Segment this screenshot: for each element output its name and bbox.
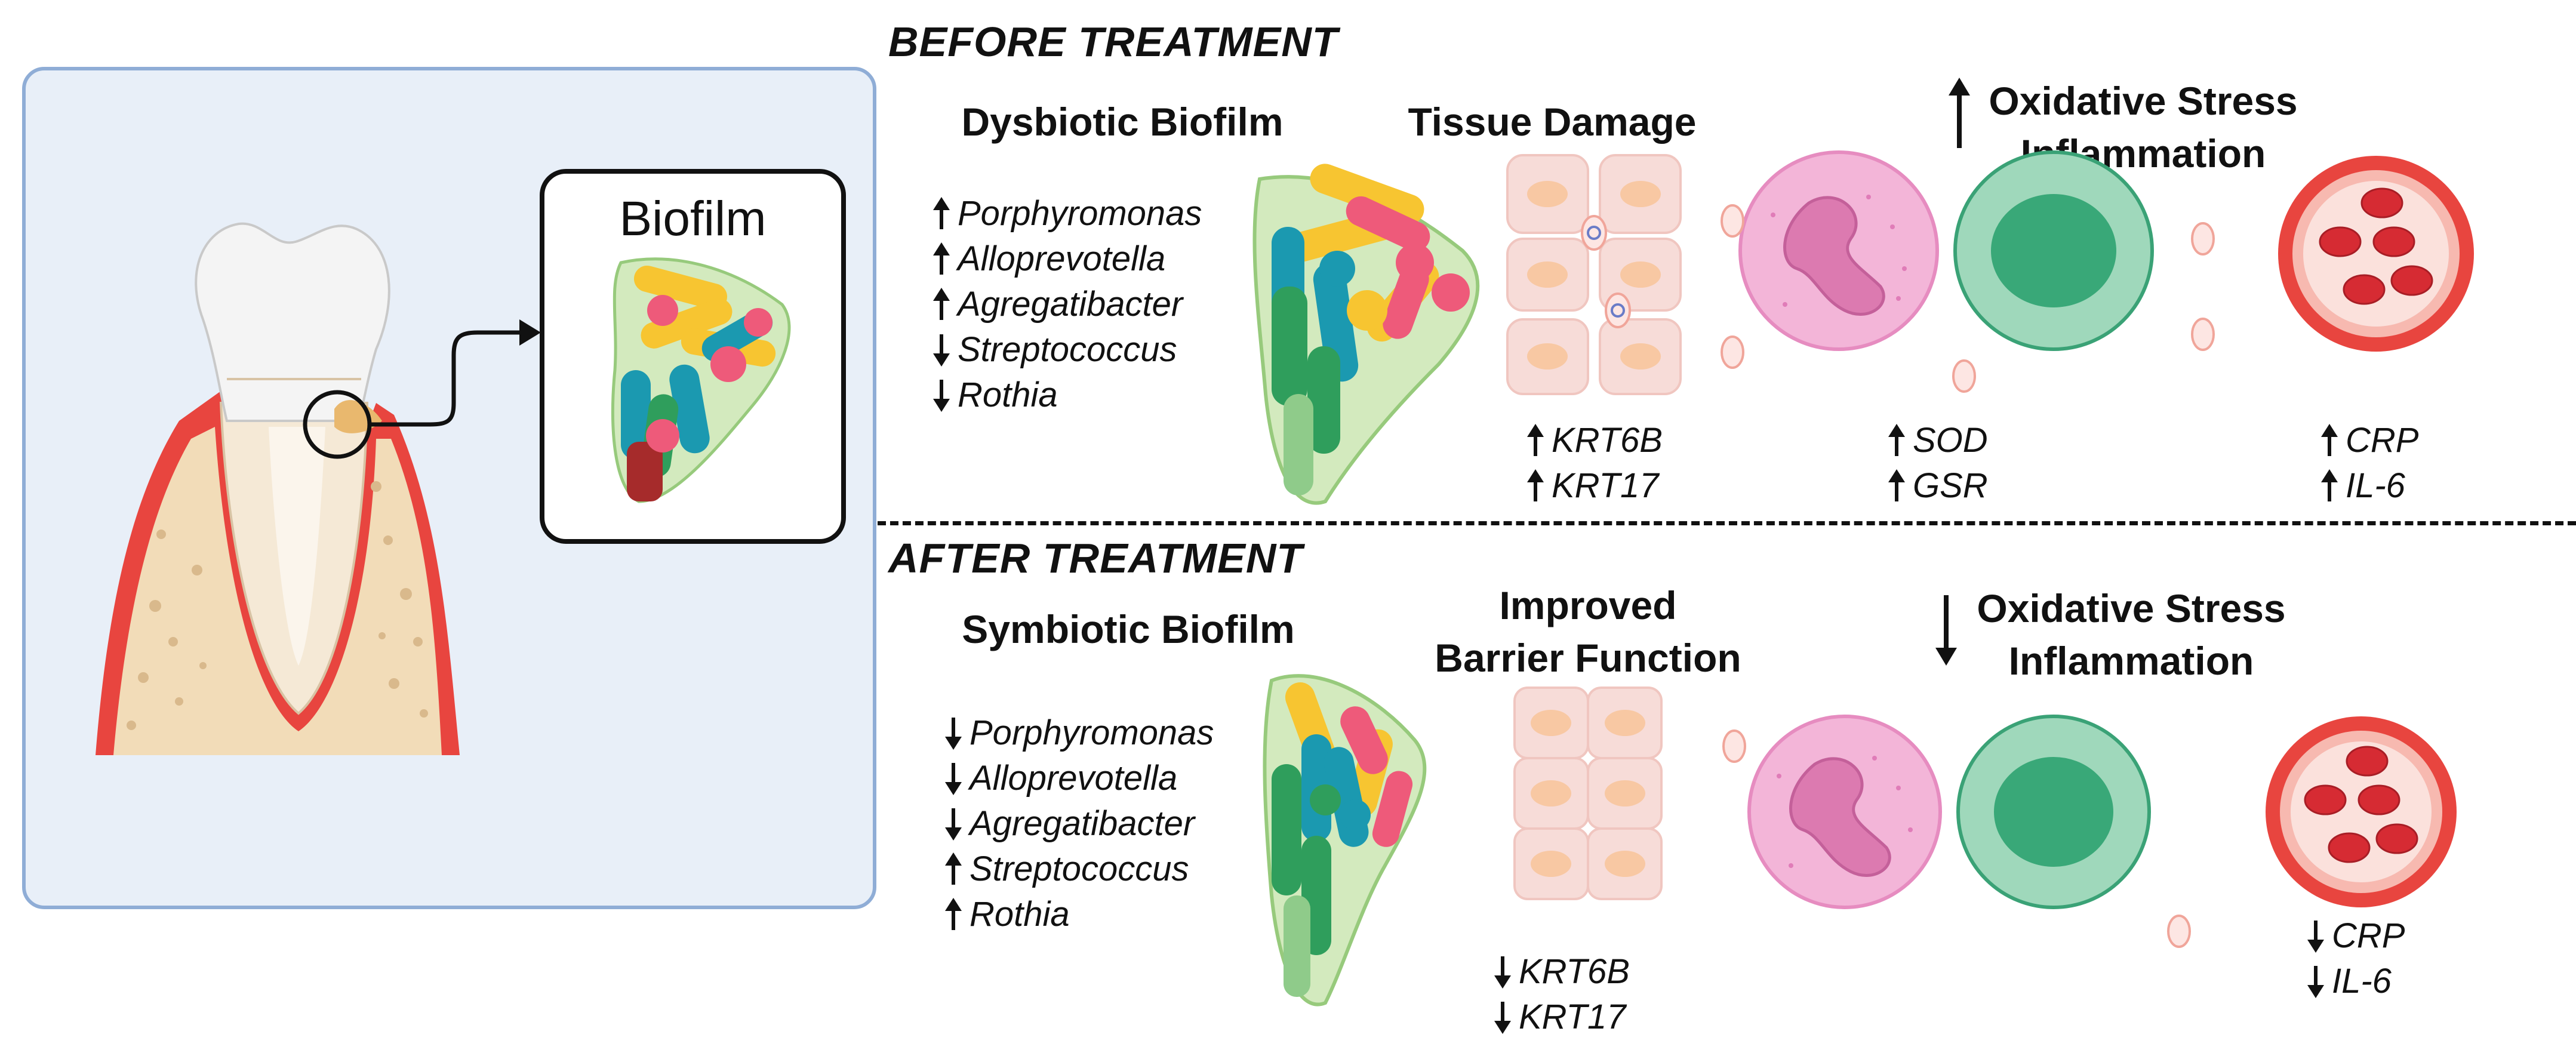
inflammation-marker: CRP	[2319, 418, 2418, 463]
before-antioxidant-list: SOD GSR	[1886, 418, 1988, 509]
before-oxidative-arrow	[1947, 78, 1971, 149]
keratin-marker: KRT17	[1525, 463, 1663, 509]
inflammation-marker: CRP	[2306, 913, 2405, 959]
macrophage-cell	[1953, 150, 2154, 351]
after-bacteria-list: Porphyromonas Alloprevotella Agregatibac…	[943, 710, 1214, 937]
biofilm-inset-title: Biofilm	[619, 192, 767, 246]
bacteria-marker: Alloprevotella	[931, 236, 1202, 282]
section-divider	[878, 521, 2576, 525]
up-arrow-icon	[1525, 424, 1546, 457]
bacteria-particles	[1722, 729, 2191, 948]
bacteria-marker: Rothia	[943, 892, 1214, 937]
bacteria-marker: Porphyromonas	[931, 191, 1202, 236]
keratin-marker: KRT6B	[1492, 949, 1630, 995]
up-arrow-icon	[1525, 469, 1546, 503]
bacteria-marker: Agregatibacter	[931, 282, 1202, 327]
up-arrow-icon	[1886, 424, 1907, 457]
bacteria-particles	[1721, 204, 2215, 393]
before-immune-cells	[1721, 150, 2215, 393]
bacteria-marker: Streptococcus	[931, 327, 1202, 373]
bacteria-marker: Streptococcus	[943, 846, 1214, 892]
down-arrow-icon	[1492, 1001, 1513, 1034]
tooth	[195, 222, 390, 715]
keratin-marker: KRT17	[1492, 995, 1630, 1040]
after-oxidative-arrow	[1934, 594, 1958, 666]
after-blood-vessel	[2266, 716, 2457, 907]
damaged-epithelium	[1506, 154, 1682, 395]
down-arrow-icon	[943, 807, 964, 841]
keratin-marker: KRT6B	[1525, 418, 1663, 463]
barrier-function-heading: Improved Barrier Function	[1435, 583, 1741, 680]
down-arrow-icon	[943, 762, 964, 795]
down-arrow-icon	[1935, 595, 1957, 666]
before-bacteria-list: Porphyromonas Alloprevotella Agregatibac…	[931, 191, 1202, 418]
dysbiotic-biofilm-heading: Dysbiotic Biofilm	[961, 100, 1284, 144]
inflammation-marker: IL-6	[2306, 959, 2405, 1004]
connector-arrowhead	[519, 319, 541, 346]
neutrophil-cell	[1738, 150, 1939, 351]
before-keratin-list: KRT6B KRT17	[1525, 418, 1663, 509]
inflammation-marker: IL-6	[2319, 463, 2418, 509]
up-arrow-icon	[2319, 469, 2340, 503]
tissue-damage-heading: Tissue Damage	[1408, 100, 1697, 144]
dysbiotic-biofilm-illustration	[1252, 164, 1480, 505]
after-immune-cells	[1722, 715, 2191, 948]
down-arrow-icon	[931, 333, 952, 367]
up-arrow-icon	[943, 852, 964, 886]
down-arrow-icon	[1492, 955, 1513, 989]
before-section-title: BEFORE TREATMENT	[888, 19, 1338, 65]
up-arrow-icon	[1886, 469, 1907, 503]
bacteria-marker: Agregatibacter	[943, 801, 1214, 846]
up-arrow-icon	[931, 242, 952, 276]
down-arrow-icon	[2306, 965, 2326, 998]
inset-biofilm-cluster	[611, 257, 791, 503]
macrophage-cell	[1956, 715, 2151, 909]
bacteria-marker: Porphyromonas	[943, 710, 1214, 756]
up-arrow-icon	[931, 197, 952, 230]
down-arrow-icon	[943, 716, 964, 750]
zoom-connector	[370, 330, 519, 427]
after-oxidative-heading: Oxidative Stress Inflammation	[1977, 586, 2286, 683]
after-inflammation-list: CRP IL-6	[2306, 913, 2405, 1004]
down-arrow-icon	[2306, 919, 2326, 953]
symbiotic-biofilm-heading: Symbiotic Biofilm	[962, 607, 1295, 651]
bacteria-marker: Rothia	[931, 373, 1202, 418]
after-keratin-list: KRT6B KRT17	[1492, 949, 1630, 1040]
antioxidant-marker: GSR	[1886, 463, 1988, 509]
up-arrow-icon	[943, 898, 964, 931]
symbiotic-biofilm-illustration	[1263, 674, 1427, 1006]
intact-epithelium	[1513, 687, 1663, 900]
up-arrow-icon	[931, 288, 952, 321]
bacteria-marker: Alloprevotella	[943, 756, 1214, 801]
before-blood-vessel	[2278, 156, 2474, 352]
down-arrow-icon	[931, 378, 952, 412]
bacteria-particles	[1581, 215, 1631, 328]
up-arrow-icon	[1949, 78, 1970, 148]
up-arrow-icon	[2319, 424, 2340, 457]
neutrophil-cell	[1747, 715, 1942, 909]
before-inflammation-list: CRP IL-6	[2319, 418, 2418, 509]
antioxidant-marker: SOD	[1886, 418, 1988, 463]
after-section-title: AFTER TREATMENT	[888, 535, 1303, 581]
gum-and-bone	[90, 391, 472, 791]
